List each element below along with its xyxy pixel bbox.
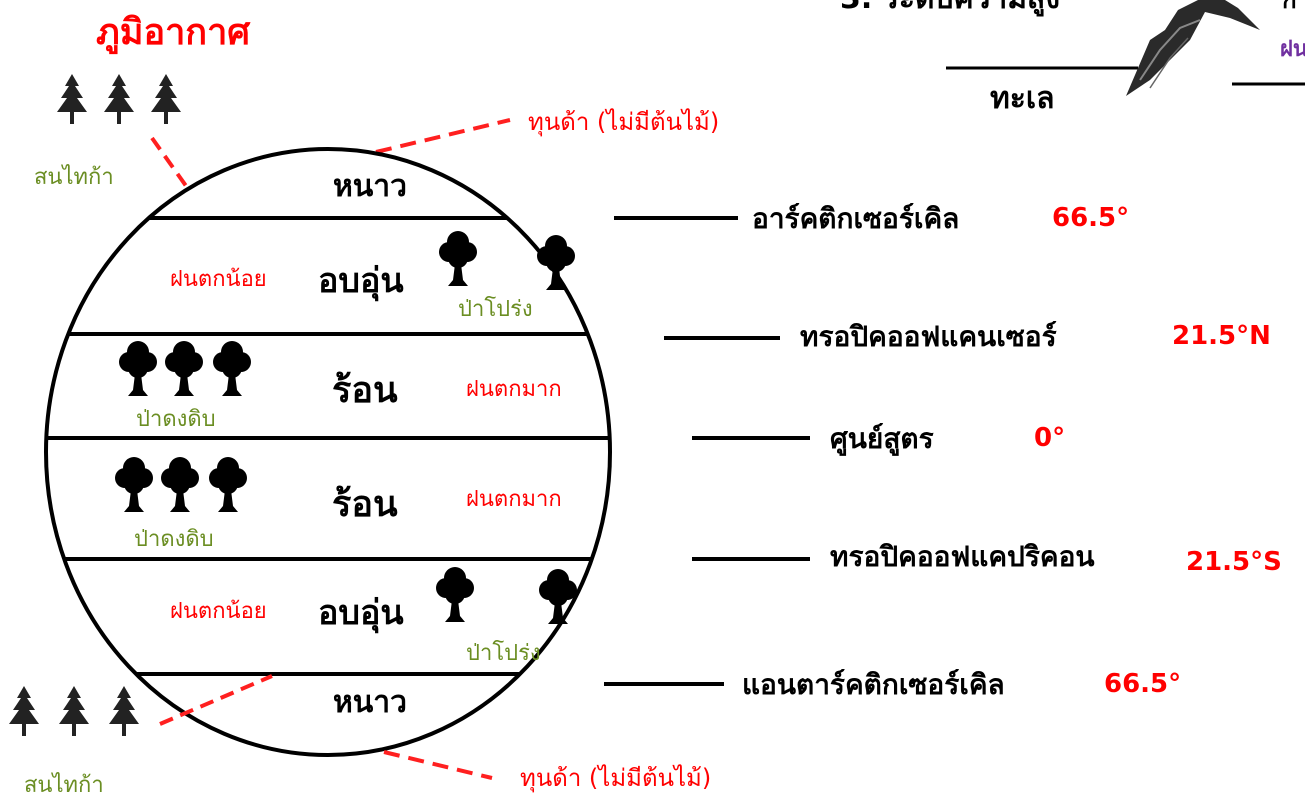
- tundra-label-top: ทุนด้า (ไม่มีต้นไม้): [528, 108, 719, 137]
- rain-label-hot-south: ฝนตกมาก: [466, 487, 562, 512]
- rainforest-trees-north-icon: [119, 341, 251, 396]
- elevation-heading: 3. ระดับความสูง: [840, 0, 1060, 17]
- zone-hot-north: ร้อน: [332, 370, 398, 411]
- partial-right-label: ก: [1282, 0, 1297, 14]
- pine-trees-bottom-icon: [9, 686, 139, 736]
- equator-label: ศูนย์สูตร: [830, 422, 934, 456]
- globe: [44, 147, 612, 757]
- elevation-inset: 3. ระดับความสูง ทะเล ก ฝน: [840, 0, 1305, 116]
- arctic-degree: 66.5°: [1052, 203, 1129, 233]
- rainforest-trees-south-icon: [115, 457, 247, 512]
- partial-rain-label: ฝน: [1280, 37, 1305, 62]
- pine-trees-top-icon: [57, 74, 181, 124]
- conifer-pointer-bottom: [159, 674, 273, 726]
- antarctic-degree: 66.5°: [1104, 669, 1181, 699]
- rain-label-hot-north: ฝนตกมาก: [466, 377, 562, 402]
- latitude-labels: อาร์คติกเซอร์เคิล 66.5° ทรอปิคออฟแคนเซอร…: [604, 202, 1282, 701]
- forest-label-temperate-south: ป่าโปร่ง: [466, 640, 541, 666]
- forest-label-temperate-north: ป่าโปร่ง: [458, 296, 533, 322]
- arctic-label: อาร์คติกเซอร์เคิล: [752, 202, 959, 235]
- cancer-degree: 21.5°N: [1172, 321, 1271, 351]
- zone-hot-south: ร้อน: [332, 484, 398, 525]
- capricorn-degree: 21.5°S: [1186, 547, 1282, 577]
- sea-label: ทะเล: [990, 81, 1055, 116]
- capricorn-label: ทรอปิคออฟแคปริคอน: [830, 540, 1095, 573]
- page-title: ภูมิอากาศ: [96, 12, 251, 55]
- zone-temperate-north: อบอุ่น: [318, 261, 404, 302]
- forest-label-hot-south: ป่าดงดิบ: [134, 527, 214, 552]
- conifer-label-top: สนไทก้า: [34, 164, 114, 190]
- equator-degree: 0°: [1034, 423, 1065, 453]
- tundra-pointer-bottom: [383, 750, 493, 780]
- tundra-label-bottom: ทุนด้า (ไม่มีต้นไม้): [520, 764, 711, 793]
- zone-temperate-south: อบอุ่น: [318, 593, 404, 634]
- forest-label-hot-north: ป่าดงดิบ: [136, 407, 216, 432]
- cancer-label: ทรอปิคออฟแคนเซอร์: [800, 320, 1057, 353]
- zone-cold-top: หนาว: [333, 169, 407, 204]
- rain-label-temperate-south: ฝนตกน้อย: [170, 599, 267, 624]
- mountain-icon: [1126, 0, 1260, 96]
- tundra-pointer-top: [375, 118, 511, 154]
- conifer-label-bottom: สนไทก้า: [24, 772, 104, 798]
- antarctic-label: แอนตาร์คติกเซอร์เคิล: [742, 668, 1005, 701]
- zone-cold-bottom: หนาว: [333, 685, 407, 720]
- rain-label-temperate-north: ฝนตกน้อย: [170, 267, 267, 292]
